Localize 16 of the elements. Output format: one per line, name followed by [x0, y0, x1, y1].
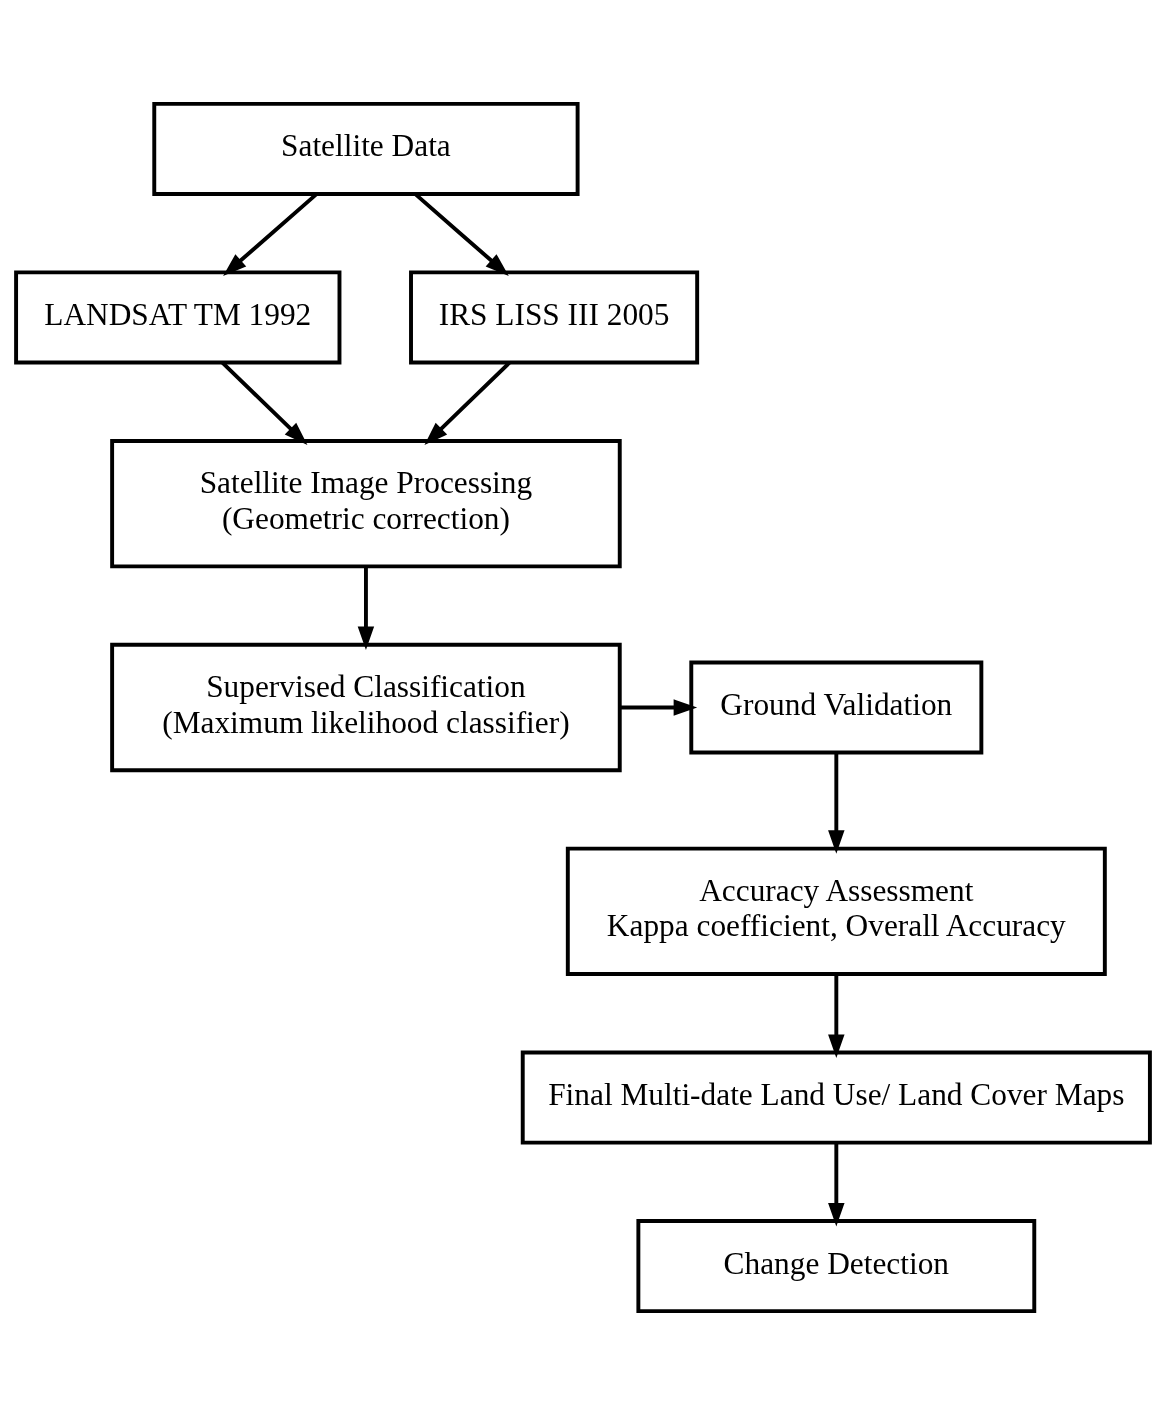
arrow [424, 360, 511, 445]
arrow [357, 566, 375, 650]
node-box: Ground Validation [689, 659, 984, 755]
node-box: Satellite Data [152, 101, 580, 196]
node-box: Accuracy Assessment Kappa coefficient, Overall Accuracy [565, 846, 1107, 976]
node-box: Change Detection [636, 1218, 1037, 1313]
node-box: Supervised Classification (Maximum likelihood classifier) [110, 642, 622, 772]
node-box: Final Multi-date Land Use/ Land Cover Maps [520, 1050, 1152, 1145]
node-box: LANDSAT TM 1992 [14, 269, 342, 364]
arrow [620, 698, 698, 716]
arrow [221, 360, 308, 445]
node-box: IRS LISS III 2005 [409, 269, 700, 364]
arrow [828, 974, 845, 1058]
arrow [828, 752, 845, 854]
arrow [828, 1142, 845, 1227]
node-box: Satellite Image Processing (Geometric correction) [110, 438, 622, 568]
